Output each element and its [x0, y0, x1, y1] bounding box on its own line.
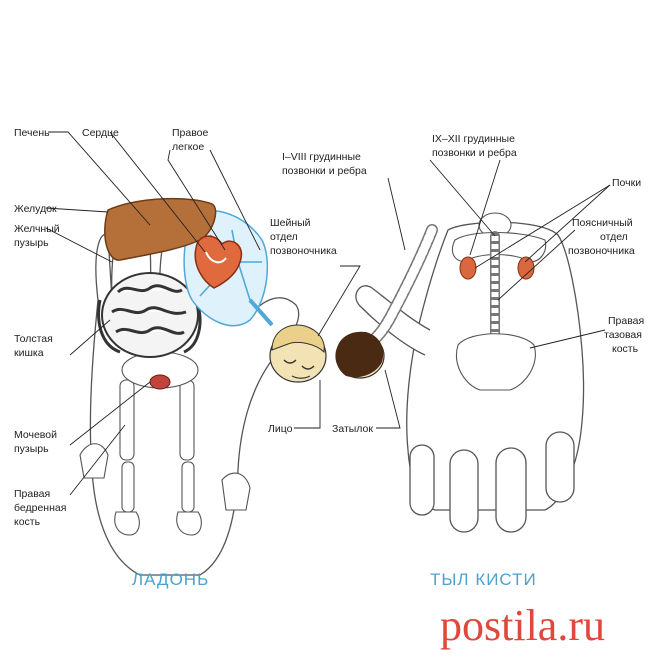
intestine-loop-1: [116, 284, 183, 294]
back-labels: I–VIII грудинные позвонки и ребра IX–XII…: [282, 133, 644, 435]
label-colon-1: Толстая: [14, 333, 53, 345]
leader-lung-1: [167, 149, 226, 251]
label-lumbar-3: позвоночника: [568, 245, 635, 257]
leader-kidney-2: [524, 184, 611, 263]
intestine-loop-2: [111, 306, 187, 315]
label-pelvis-3: кость: [612, 343, 639, 355]
label-femur-3: кость: [14, 516, 41, 528]
left-shin-bone: [121, 461, 135, 513]
label-cervical-2: отдел: [270, 231, 298, 243]
intestine-mass: [101, 272, 199, 358]
leader-bladder: [69, 381, 151, 446]
caption-back: ТЫЛ КИСТИ: [430, 570, 537, 589]
label-stomach: Желудок: [14, 203, 57, 215]
label-cervical-3: позвоночника: [270, 245, 337, 257]
back-finger-pinky: [409, 444, 435, 516]
leader-lumbar: [497, 229, 576, 301]
label-colon-2: кишка: [14, 347, 44, 359]
leader-face: [294, 380, 321, 429]
leader-thoracic-lower-2: [469, 159, 501, 256]
leader-thoracic-upper: [387, 177, 406, 251]
back-finger-index: [545, 431, 575, 503]
label-kidneys: Почки: [612, 177, 641, 189]
label-bladder-2: пузырь: [14, 443, 49, 455]
label-femur-2: бедренная: [14, 502, 66, 514]
heart-highlight: [205, 251, 227, 264]
label-thoracic-lower-2: позвонки и ребра: [432, 147, 517, 159]
leader-cervical: [317, 265, 361, 337]
label-cervical-1: Шейный: [270, 217, 311, 229]
leader-pelvis: [529, 329, 606, 349]
label-right-lung-2: легкое: [172, 141, 204, 153]
intestine-loop-3: [115, 326, 185, 335]
kidney-right: [517, 256, 535, 280]
leader-occiput: [376, 369, 401, 429]
right-hand-skeleton: [221, 472, 251, 511]
right-foot: [176, 511, 202, 536]
back-skeleton: [451, 212, 547, 391]
label-bladder-1: Мочевой: [14, 429, 57, 441]
right-shin-bone: [181, 461, 195, 513]
label-thoracic-upper-1: I–VIII грудинные: [282, 151, 361, 163]
leader-lines: [45, 131, 611, 496]
leader-kidney-1: [474, 184, 611, 269]
palm-labels: Печень Сердце Правое легкое Желудок Желч…: [14, 127, 337, 528]
label-gallbladder-1: Желчный: [14, 223, 60, 235]
kidney-left: [459, 256, 477, 280]
leader-gallbladder: [45, 227, 113, 263]
leader-liver: [48, 131, 151, 226]
colon-left: [97, 299, 121, 354]
leader-stomach: [45, 207, 109, 213]
occiput-drawing: [335, 331, 385, 379]
label-thoracic-upper-2: позвонки и ребра: [282, 165, 367, 177]
leader-heart: [109, 131, 206, 253]
caption-palm: ЛАДОНЬ: [132, 570, 209, 589]
face-drawing: [269, 324, 327, 383]
leader-femur: [69, 424, 126, 496]
label-face: Лицо: [268, 423, 293, 435]
watermark: postila.ru: [440, 601, 605, 650]
leader-lung-2: [209, 149, 261, 251]
label-thoracic-lower-1: IX–XII грудинные: [432, 133, 515, 145]
label-lumbar-2: отдел: [600, 231, 628, 243]
bladder-shape: [149, 374, 171, 390]
label-heart: Сердце: [82, 127, 119, 139]
back-pelvis: [456, 333, 536, 391]
label-right-lung-1: Правое: [172, 127, 209, 139]
leader-thoracic-lower-1: [429, 159, 496, 237]
left-foot: [114, 511, 140, 536]
palm-skeleton: [79, 351, 251, 536]
leader-colon: [69, 319, 111, 356]
label-pelvis-1: Правая: [608, 315, 644, 327]
label-pelvis-2: тазовая: [604, 329, 642, 341]
left-leg-bone: [119, 379, 135, 461]
right-leg-bone: [179, 379, 195, 461]
back-finger-ring: [449, 449, 479, 533]
back-finger-middle: [495, 447, 527, 533]
label-femur-1: Правая: [14, 488, 50, 500]
label-lumbar-1: Поясничный: [572, 217, 633, 229]
label-occiput: Затылок: [332, 423, 373, 435]
label-gallbladder-2: пузырь: [14, 237, 49, 249]
left-hand-skeleton: [79, 443, 109, 479]
label-liver: Печень: [14, 127, 50, 139]
